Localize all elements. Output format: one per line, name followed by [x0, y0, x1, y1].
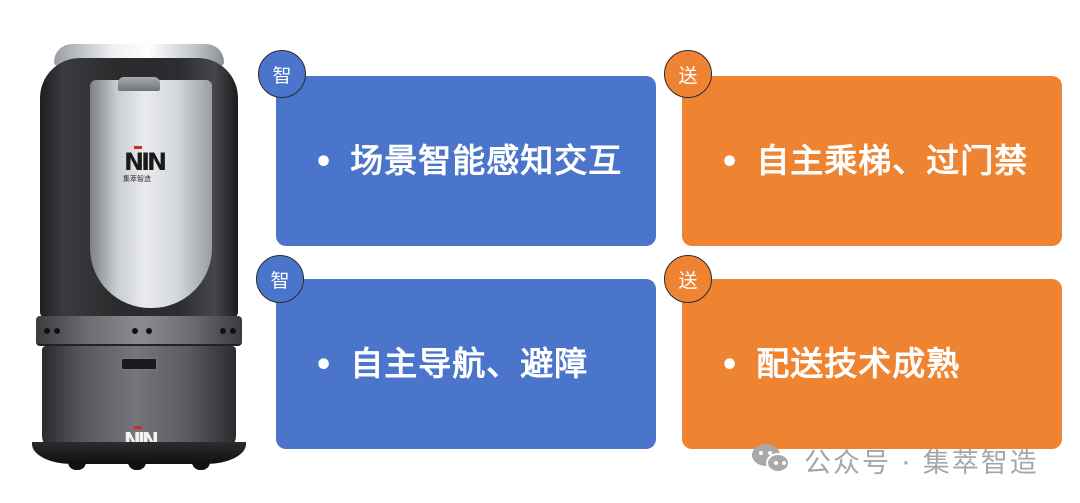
badge-zhi: 智: [258, 50, 306, 98]
wechat-icon: [752, 444, 794, 476]
sensor-dot: [220, 328, 226, 334]
robot-wheel: [68, 460, 86, 470]
robot-front-panel: [90, 80, 212, 308]
feature-text: • 自主导航、避障: [276, 337, 588, 385]
logo-text: 集萃智造: [123, 175, 151, 183]
logo-mark: NIN: [124, 146, 167, 176]
feature-label: 场景智能感知交互: [350, 141, 623, 180]
bullet: •: [314, 145, 335, 180]
feature-card-delivery-tech: • 配送技术成熟: [682, 279, 1062, 449]
robot-front-sensor: [121, 358, 157, 370]
feature-label: 自主导航、避障: [350, 344, 589, 383]
robot-logo-top: NIN 集萃智造: [123, 146, 167, 184]
sensor-dot: [44, 328, 50, 334]
robot-sensor-band: [36, 316, 242, 346]
badge-zhi: 智: [256, 255, 304, 303]
sensor-dot: [54, 328, 60, 334]
watermark-text: 公众号 · 集萃智造: [804, 447, 1039, 479]
badge-song: 送: [664, 50, 712, 98]
feature-text: • 配送技术成熟: [682, 337, 960, 385]
sensor-dot: [132, 328, 138, 334]
feature-label: 配送技术成熟: [756, 344, 961, 383]
feature-card-scene-perception: • 场景智能感知交互: [276, 76, 656, 246]
robot-body: [40, 58, 238, 318]
feature-card-elevator-access: • 自主乘梯、过门禁: [682, 76, 1062, 246]
delivery-robot-image: NIN 集萃智造 NIN 集萃智造: [28, 40, 250, 480]
robot-handle: [118, 77, 160, 91]
feature-text: • 场景智能感知交互: [276, 134, 622, 182]
robot-wheel: [192, 460, 210, 470]
feature-card-navigation: • 自主导航、避障: [276, 279, 656, 449]
bullet: •: [720, 145, 741, 180]
wechat-watermark: 公众号 · 集萃智造: [752, 442, 1039, 479]
bullet: •: [314, 348, 335, 383]
badge-song: 送: [664, 255, 712, 303]
sensor-dot: [146, 328, 152, 334]
sensor-dot: [230, 328, 236, 334]
robot-wheel: [128, 460, 146, 470]
robot-bumper: [32, 442, 246, 464]
feature-text: • 自主乘梯、过门禁: [682, 134, 1028, 182]
feature-label: 自主乘梯、过门禁: [756, 141, 1029, 180]
bullet: •: [720, 348, 741, 383]
